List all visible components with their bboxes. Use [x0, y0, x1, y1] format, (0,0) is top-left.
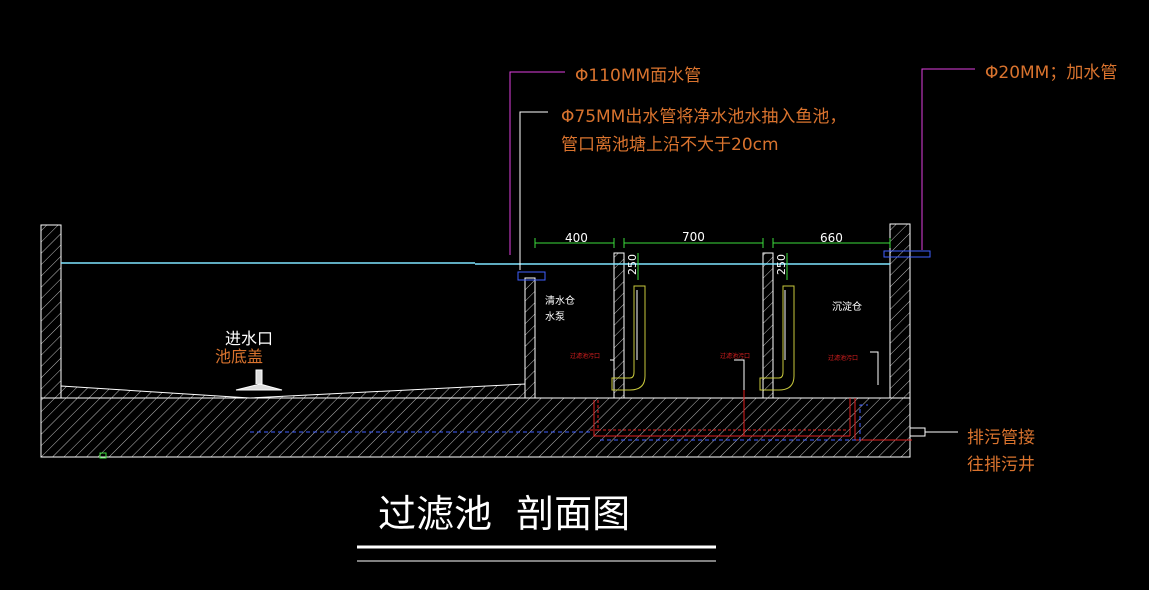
drain-label-1: 排污管接: [967, 428, 1035, 448]
pipe-yellow-2: [759, 285, 795, 391]
left-wall: [40, 224, 62, 399]
pipe-75-label-2: 管口离池塘上沿不大于20cm: [561, 135, 779, 155]
pipe-20-label: Φ20MM；加水管: [985, 63, 1117, 83]
drain-pipe-blue: [250, 404, 868, 441]
pipe-yellow-1: [611, 285, 646, 391]
dim-250-b: 250: [775, 254, 788, 275]
partition-wall-1: [524, 277, 536, 399]
drain-pipe-red-2: [590, 400, 846, 431]
inlet-cover: [235, 369, 283, 391]
pipe-110-fitting: [517, 271, 546, 281]
partition-wall-3: [762, 252, 774, 399]
pipe-20-fitting: [883, 250, 931, 258]
filter-outlet-label-3: 过滤池污口: [828, 354, 858, 362]
pipe-110-label: Φ110MM面水管: [575, 66, 701, 86]
bottom-cover-label: 池底盖: [215, 347, 263, 366]
drain-pipe-red: [593, 372, 912, 441]
outlet-leader-3: [870, 351, 879, 385]
dim-700: 700: [682, 230, 705, 244]
outlet-leader-2: [734, 359, 745, 390]
inlet-label: 进水口: [225, 329, 273, 348]
clean-chamber-label: 清水仓: [545, 294, 575, 307]
drain-outlet-fitting: [909, 427, 926, 437]
drawing-title: 过滤池 剖面图: [378, 492, 630, 536]
outlet-leader-1: [610, 359, 615, 372]
pipe-75-label-1: Φ75MM出水管将净水池水抽入鱼池，: [561, 107, 846, 127]
leader-pipe-110: [509, 71, 565, 255]
filter-outlet-label-1: 过滤池污口: [570, 352, 600, 360]
dimension-lines: [534, 238, 891, 280]
filter-outlet-label-2: 过滤池污口: [720, 352, 750, 360]
partition-wall-2: [613, 252, 625, 399]
dim-400: 400: [565, 231, 588, 245]
drain-label-2: 往排污井: [967, 455, 1035, 475]
pool-sloped-bottom: [60, 383, 526, 399]
green-marker: [99, 452, 107, 459]
right-wall: [889, 223, 911, 399]
settle-chamber-label: 沉淀仓: [832, 300, 862, 313]
leader-pipe-20: [921, 68, 975, 250]
dim-660: 660: [820, 231, 843, 245]
floor-slab: [40, 397, 911, 458]
pump-label: 水泵: [545, 311, 565, 323]
leader-pipe-75: [519, 111, 548, 270]
dim-250-a: 250: [626, 254, 639, 275]
